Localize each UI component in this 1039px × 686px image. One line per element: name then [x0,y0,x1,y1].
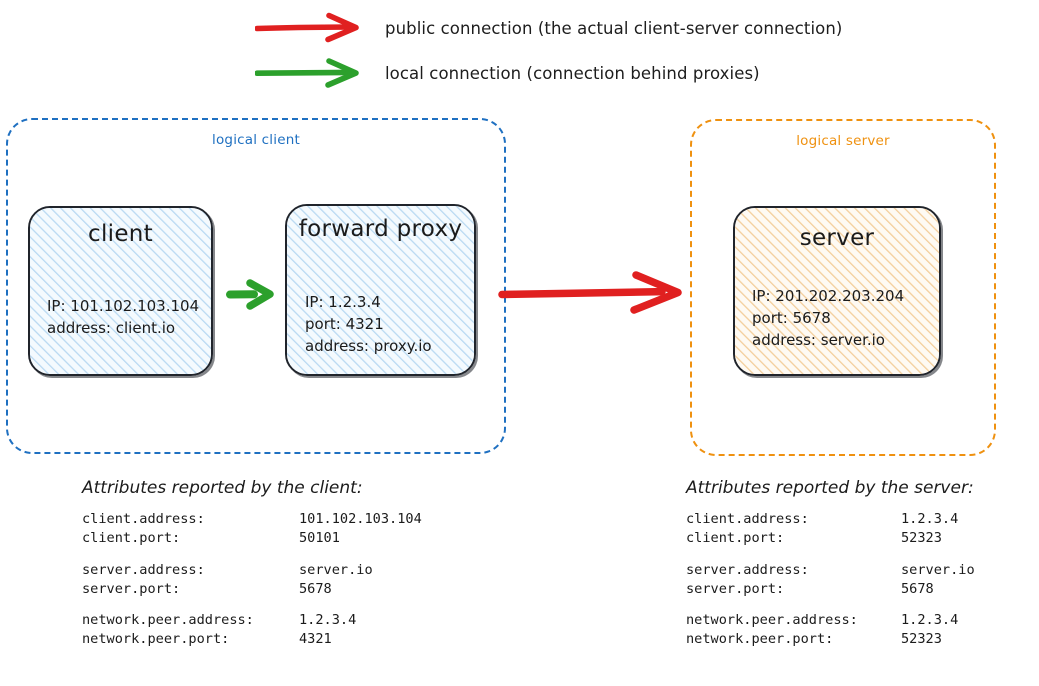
attribute-row: client.address: 1.2.3.4 [686,510,975,529]
attribute-value: server.io [299,561,373,578]
attribute-value: 5678 [299,580,332,597]
attribute-row: network.peer.address: 1.2.3.4 [686,611,975,630]
logical-client-label: logical client [212,132,300,148]
attributes-server-heading: Attributes reported by the server: [686,478,974,498]
attribute-value: 52323 [901,530,942,547]
node-forward-proxy: forward proxy IP: 1.2.3.4 port: 4321 add… [285,204,476,376]
attributes-server-body: client.address: 1.2.3.4 client.port: 52323 s… [686,510,975,650]
legend-label-public: public connection (the actual client-ser… [385,18,843,38]
attribute-value: 1.2.3.4 [901,511,959,527]
client-hatch-pattern [30,208,211,374]
attribute-group-spacer [82,599,422,611]
attribute-row: server.address: server.io [686,561,975,580]
attribute-key: network.peer.port: [686,631,834,648]
attribute-row: client.port: 52323 [686,529,975,548]
legend-item-public: public connection (the actual client-ser… [255,12,842,44]
attribute-row: network.peer.port: 4321 [82,630,422,649]
attribute-row: server.port: 5678 [82,580,422,599]
attribute-key: server.address: [82,561,205,578]
attribute-value: 1.2.3.4 [901,612,959,629]
attribute-row: client.address: 101.102.103.104 [82,510,422,529]
attributes-client-heading: Attributes reported by the client: [82,478,363,498]
attribute-row: server.address: server.io [82,561,422,580]
attribute-key: client.port: [82,530,181,547]
logical-client-zone: logical client [6,118,506,454]
server-hatch-pattern [735,208,939,374]
local-connection-arrow [226,279,274,310]
node-forward-proxy-title: forward proxy [298,216,463,242]
proxy-hatch-pattern [287,206,474,374]
attribute-value: 4321 [299,631,332,648]
attribute-key: server.port: [686,580,785,597]
attribute-row: server.port: 5678 [686,580,975,599]
node-server: server IP: 201.202.203.204 port: 5678 ad… [733,206,941,376]
attributes-server-block: Attributes reported by the server: clien… [686,478,975,650]
attribute-value: 101.102.103.104 [299,511,422,527]
public-connection-arrow [498,271,682,314]
attributes-server-table: client.address: 1.2.3.4 client.port: 52323 s… [686,510,975,650]
green-arrow-icon [255,58,359,88]
attribute-row: client.port: 50101 [82,529,422,548]
attributes-client-block: Attributes reported by the client: clien… [82,478,422,650]
node-client-details: IP: 101.102.103.104 address: client.io [47,297,200,337]
attribute-key: client.port: [686,530,785,547]
attribute-key: network.peer.address: [686,612,858,629]
node-client: client IP: 101.102.103.104 address: clie… [28,206,213,376]
attribute-group-spacer [82,549,422,561]
logical-server-label: logical server [796,133,890,149]
attribute-value: server.io [901,561,975,578]
node-forward-proxy-details: IP: 1.2.3.4 port: 4321 address: proxy.io [305,293,432,355]
attribute-row: network.peer.port: 52323 [686,630,975,649]
attribute-key: network.peer.port: [82,631,230,648]
node-client-title: client [88,221,153,247]
node-server-details: IP: 201.202.203.204 port: 5678 address: … [752,287,905,349]
red-arrow-icon [255,12,359,43]
attribute-row: network.peer.address: 1.2.3.4 [82,611,422,630]
attribute-key: client.address: [686,511,809,527]
attributes-client-table: client.address: 101.102.103.104 client.por… [82,510,422,650]
legend-item-local: local connection (connection behind prox… [255,57,760,89]
attribute-group-spacer [686,599,975,611]
attribute-value: 5678 [901,580,934,597]
attribute-key: network.peer.address: [82,612,254,629]
attribute-value: 1.2.3.4 [299,612,357,629]
attributes-client-body: client.address: 101.102.103.104 client.por… [82,510,422,650]
node-server-title: server [799,225,875,251]
attribute-value: 52323 [901,631,942,648]
attribute-group-spacer [686,549,975,561]
legend-label-local: local connection (connection behind prox… [385,63,760,83]
attribute-key: server.address: [686,561,809,578]
attribute-key: server.port: [82,580,181,597]
attribute-value: 50101 [299,530,340,547]
attribute-key: client.address: [82,511,205,527]
logical-server-zone: logical server [690,119,996,456]
